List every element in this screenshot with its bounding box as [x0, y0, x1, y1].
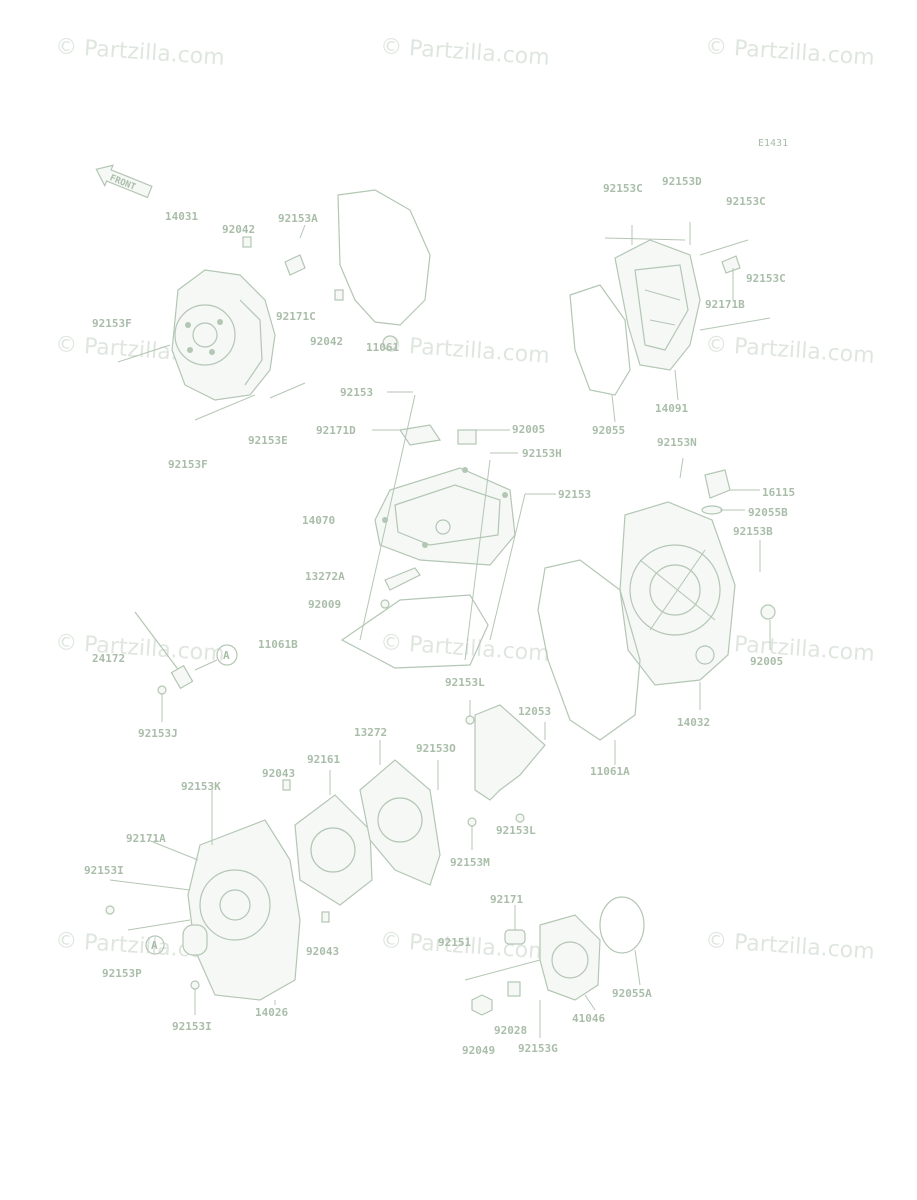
label: 14091 — [655, 402, 688, 415]
label: 92042 — [222, 223, 255, 236]
label: 92153M — [450, 856, 490, 869]
cover-14091 — [614, 239, 701, 371]
label: 92005 — [512, 423, 545, 436]
label: 11061A — [590, 765, 630, 778]
front-arrow-icon: FRONT — [95, 164, 153, 199]
seal — [382, 335, 398, 351]
collar-92028 — [507, 981, 521, 997]
label: 92009 — [308, 598, 341, 611]
gasket-11061B — [340, 594, 489, 669]
label: 14031 — [165, 210, 198, 223]
bracket-13272A — [384, 567, 421, 591]
gasket-92055 — [569, 284, 631, 396]
label: 92153L — [496, 824, 536, 837]
label: 13272A — [305, 570, 345, 583]
label: 92043 — [262, 767, 295, 780]
label: 92151 — [438, 936, 471, 949]
gasket-11061 — [337, 189, 431, 326]
label: 12053 — [518, 705, 551, 718]
label: 41046 — [572, 1012, 605, 1025]
label: 92153P — [102, 967, 142, 980]
label: 92153F — [92, 317, 132, 330]
label: 92153J — [138, 727, 178, 740]
label: 92049 — [462, 1044, 495, 1057]
oring-92055B — [701, 505, 723, 515]
cover-14026 — [182, 819, 301, 1001]
label: 14070 — [302, 514, 335, 527]
circle-label: A — [151, 939, 158, 952]
circle-label: A — [223, 649, 230, 662]
gasket-11061A — [537, 559, 641, 741]
label: 92153F — [168, 458, 208, 471]
ref-circle-a — [216, 644, 238, 666]
label: 92171D — [316, 424, 356, 437]
label: 92153C — [726, 195, 766, 208]
label: 92153I — [172, 1020, 212, 1033]
label: 11061 — [366, 341, 399, 354]
label: 14032 — [677, 716, 710, 729]
cover-12053 — [474, 704, 546, 801]
label: 16115 — [762, 486, 795, 499]
seal-92005 — [760, 604, 776, 620]
clutch-cover-14031 — [171, 269, 276, 401]
label: 92171B — [705, 298, 745, 311]
label: 92028 — [494, 1024, 527, 1037]
label: 11061B — [258, 638, 298, 651]
ref-circle-a2 — [145, 935, 165, 955]
label: 92153K — [181, 780, 221, 793]
label: 92055B — [748, 506, 788, 519]
label: 13272 — [354, 726, 387, 739]
label: 92153G — [518, 1042, 558, 1055]
label: 92161 — [307, 753, 340, 766]
label: 92153A — [278, 212, 318, 225]
label: 92153D — [662, 175, 702, 188]
bracket-92171D — [398, 424, 442, 446]
dowel — [242, 236, 252, 248]
nut-92049 — [471, 994, 493, 1016]
label: 92153N — [657, 436, 697, 449]
label: 92055A — [612, 987, 652, 1000]
diagram-code: E1431 — [758, 138, 789, 149]
bracket — [284, 254, 306, 276]
plug-92005 — [457, 429, 477, 445]
dowel — [334, 289, 344, 301]
block-92171 — [504, 929, 526, 945]
label: 92153 — [340, 386, 373, 399]
cover-14032 — [619, 501, 736, 686]
label: 14026 — [255, 1006, 288, 1019]
label: 92153E — [248, 434, 288, 447]
housing-41046 — [539, 914, 601, 1001]
label: 92055 — [592, 424, 625, 437]
label: 92005 — [750, 655, 783, 668]
label: 92042 — [310, 335, 343, 348]
label: 92153L — [445, 676, 485, 689]
label: 92171C — [276, 310, 316, 323]
rotor-92161 — [294, 794, 373, 906]
label: 92153I — [84, 864, 124, 877]
label: 92153B — [733, 525, 773, 538]
label: 24172 — [92, 652, 125, 665]
label: 92153H — [522, 447, 562, 460]
label: 92153C — [746, 272, 786, 285]
sensor-24172 — [134, 611, 194, 690]
label: 92171 — [490, 893, 523, 906]
cap-16115 — [704, 469, 731, 499]
washer-92009 — [380, 599, 390, 609]
label: 92153 — [558, 488, 591, 501]
label: 92153O — [416, 742, 456, 755]
label: 92043 — [306, 945, 339, 958]
label: 92171A — [126, 832, 166, 845]
plate-13272 — [359, 759, 441, 886]
label: 92153C — [603, 182, 643, 195]
oring-92055A — [599, 896, 645, 954]
